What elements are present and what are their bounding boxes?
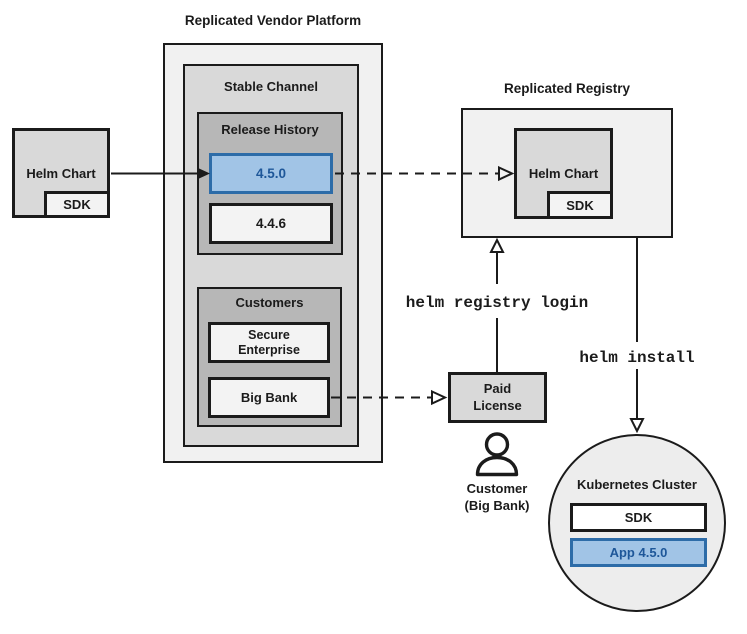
registry-helm-chart-box: Helm Chart SDK xyxy=(514,128,613,219)
helm-chart-source-label: Helm Chart xyxy=(26,165,96,181)
stable-channel-label: Stable Channel xyxy=(224,79,318,94)
helm-registry-login-command: helm registry login xyxy=(405,294,589,312)
helm-install-command: helm install xyxy=(579,349,695,367)
release-version-450-box: 4.5.0 xyxy=(209,153,333,194)
customer-big-bank-box: Big Bank xyxy=(208,377,330,418)
dashed-arrow-bigbank-to-license-head xyxy=(431,389,448,406)
customer-big-bank-label: Big Bank xyxy=(240,390,298,405)
kubernetes-sdk-box: SDK xyxy=(570,503,707,532)
customer-secure-enterprise-box: Secure Enterprise xyxy=(208,322,330,363)
vendor-platform-title: Replicated Vendor Platform xyxy=(184,13,362,28)
kubernetes-app-label: App 4.5.0 xyxy=(609,545,668,560)
customers-label: Customers xyxy=(235,295,304,310)
release-version-450-label: 4.5.0 xyxy=(255,166,287,181)
kubernetes-sdk-label: SDK xyxy=(624,510,653,525)
registry-helm-chart-label: Helm Chart xyxy=(528,166,599,181)
kubernetes-cluster-label: Kubernetes Cluster xyxy=(577,477,697,492)
kubernetes-app-box: App 4.5.0 xyxy=(570,538,707,567)
release-version-446-box: 4.4.6 xyxy=(209,203,333,244)
registry-title: Replicated Registry xyxy=(503,81,631,96)
registry-helm-chart-sdk-box: SDK xyxy=(547,191,613,219)
paid-license-box: Paid License xyxy=(448,372,547,423)
helm-chart-source-sdk-box: SDK xyxy=(44,191,110,218)
release-version-446-label: 4.4.6 xyxy=(255,216,287,231)
arrow-registry-to-cluster-head xyxy=(629,418,645,434)
person-icon xyxy=(475,432,519,477)
customer-caption: Customer (Big Bank) xyxy=(464,481,530,513)
registry-helm-chart-sdk-label: SDK xyxy=(566,197,594,213)
paid-license-label: Paid License xyxy=(473,381,522,413)
release-history-label: Release History xyxy=(221,122,319,137)
arrow-license-to-registry-head xyxy=(489,237,505,253)
helm-chart-source-sdk-label: SDK xyxy=(63,197,91,212)
customer-secure-enterprise-label: Secure Enterprise xyxy=(238,327,300,357)
helm-chart-source-box: Helm Chart SDK xyxy=(12,128,110,218)
